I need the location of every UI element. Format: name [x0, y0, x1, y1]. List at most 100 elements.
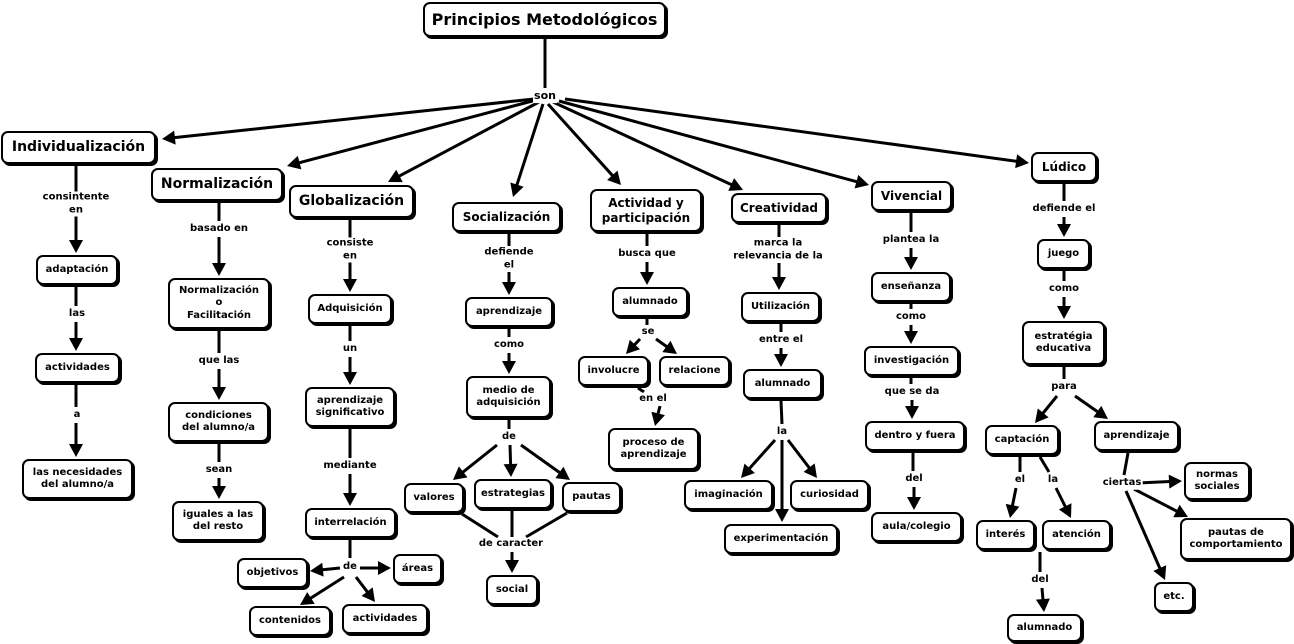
link-son: son [533, 89, 557, 103]
link-que-las: que las [197, 354, 241, 368]
connector-line-3 [395, 100, 540, 180]
node-estrategia-educativa: estratégia educativa [1022, 321, 1105, 365]
arrowhead-38 [503, 463, 518, 477]
arrowhead-45 [640, 272, 654, 285]
node-experimentacion: experimentación [724, 524, 838, 554]
arrowhead-50 [651, 411, 665, 426]
node-investigacion: investigación [864, 346, 959, 376]
arrowhead-73 [1093, 405, 1108, 419]
node-condiciones: condiciones del alumno/a [168, 402, 269, 442]
node-alumnado-act: alumnado [612, 287, 688, 317]
node-normalizacion: Normalización [151, 168, 283, 201]
node-medio-adquisicion: medio de adquisición [466, 376, 551, 418]
connector-line-49 [637, 386, 645, 394]
node-ludico: Lúdico [1031, 152, 1097, 182]
connector-line-8 [564, 97, 1021, 164]
arrowhead-58 [775, 509, 789, 522]
node-alumnado-cre: alumnado [743, 369, 822, 399]
link-para: para [1050, 380, 1078, 394]
arrowhead-31 [361, 587, 375, 602]
node-socializacion: Socialización [452, 202, 561, 232]
link-defiende-el: defiende el [483, 246, 535, 272]
node-valores: valores [404, 483, 464, 513]
arrowhead-39 [555, 466, 570, 480]
arrowhead-57 [803, 463, 817, 478]
connector-line-73 [1074, 394, 1102, 416]
link-consiste-en: consiste en [325, 237, 375, 263]
node-interrelacion: interrelación [305, 508, 396, 538]
connector-line-80 [1122, 452, 1130, 476]
link-plantea-la: plantea la [881, 233, 941, 247]
arrowhead-47 [626, 339, 640, 354]
arrowhead-5 [607, 170, 621, 185]
link-de-caracter: de caracter [477, 537, 545, 551]
connector-line-41 [525, 511, 568, 539]
arrowhead-14 [69, 444, 83, 457]
arrowhead-26 [343, 493, 357, 506]
node-social: social [486, 575, 538, 605]
arrowhead-2 [287, 155, 302, 170]
arrowhead-16 [212, 263, 226, 276]
node-aula-colegio: aula/colegio [871, 512, 962, 542]
node-alumnado-lud: alumnado [1007, 614, 1082, 642]
connector-line-81 [1137, 479, 1174, 485]
node-individualizacion: Individualización [1, 131, 156, 164]
connector-line-55 [779, 400, 784, 425]
arrowhead-30 [300, 592, 315, 605]
node-contenidos: contenidos [249, 606, 331, 636]
node-objetivos: objetivos [237, 558, 308, 588]
link-un: un [341, 342, 359, 356]
link-entre-el: entre el [757, 333, 805, 347]
arrowhead-43 [505, 560, 519, 573]
arrowhead-54 [774, 354, 788, 367]
arrowhead-52 [772, 277, 786, 290]
connector-line-6 [552, 100, 736, 188]
link-como-soc: como [492, 338, 526, 352]
node-involucre: involucre [578, 356, 649, 386]
node-captacion: captación [985, 425, 1059, 455]
arrowhead-60 [904, 257, 918, 270]
link-de-soc: de [501, 430, 517, 444]
arrowhead-18 [212, 387, 226, 400]
arrowhead-72 [1035, 408, 1049, 423]
arrowhead-75 [1005, 503, 1020, 518]
node-pautas-soc: pautas [562, 482, 621, 512]
connector-line-83 [1124, 490, 1163, 573]
connector-line-82 [1133, 487, 1181, 515]
link-del-viv: del [904, 472, 924, 486]
connector-line-77 [1054, 487, 1069, 511]
node-relacione: relacione [659, 356, 730, 386]
link-la-lud: la [1046, 473, 1060, 487]
link-en-el: en el [638, 392, 668, 406]
node-adaptacion: adaptación [36, 255, 118, 285]
node-juego: juego [1037, 239, 1090, 269]
connector-line-76 [1038, 456, 1051, 473]
node-iguales: iguales a las del resto [172, 501, 264, 541]
arrowhead-28 [310, 562, 324, 577]
arrowhead-68 [1057, 224, 1071, 237]
node-actividades-glob: actividades [342, 604, 428, 634]
arrowhead-83 [1153, 565, 1167, 580]
link-a: a [72, 408, 82, 422]
connector-line-5 [546, 102, 617, 180]
node-curiosidad: curiosidad [790, 480, 869, 510]
node-actividad-participacion: Actividad y participación [590, 189, 702, 232]
connector-line-37 [459, 443, 498, 476]
link-como-lud: como [1047, 282, 1081, 296]
connector-line-2 [295, 98, 537, 166]
node-estrategias: estrategias [474, 479, 552, 509]
connector-line-72 [1039, 395, 1059, 417]
node-etc: etc. [1154, 582, 1194, 612]
arrowhead-8 [1015, 154, 1029, 169]
node-globalizacion: Globalización [289, 185, 414, 218]
connector-line-39 [520, 443, 564, 476]
node-pautas-comportamiento: pautas de comportamiento [1180, 518, 1292, 560]
connector-line-1 [170, 97, 535, 140]
node-atencion: atención [1042, 520, 1111, 550]
arrowhead-82 [1173, 504, 1188, 518]
arrowhead-64 [905, 406, 919, 419]
node-actividades-ind: actividades [35, 353, 120, 383]
arrowhead-77 [1058, 503, 1072, 518]
arrowhead-3 [388, 169, 403, 183]
